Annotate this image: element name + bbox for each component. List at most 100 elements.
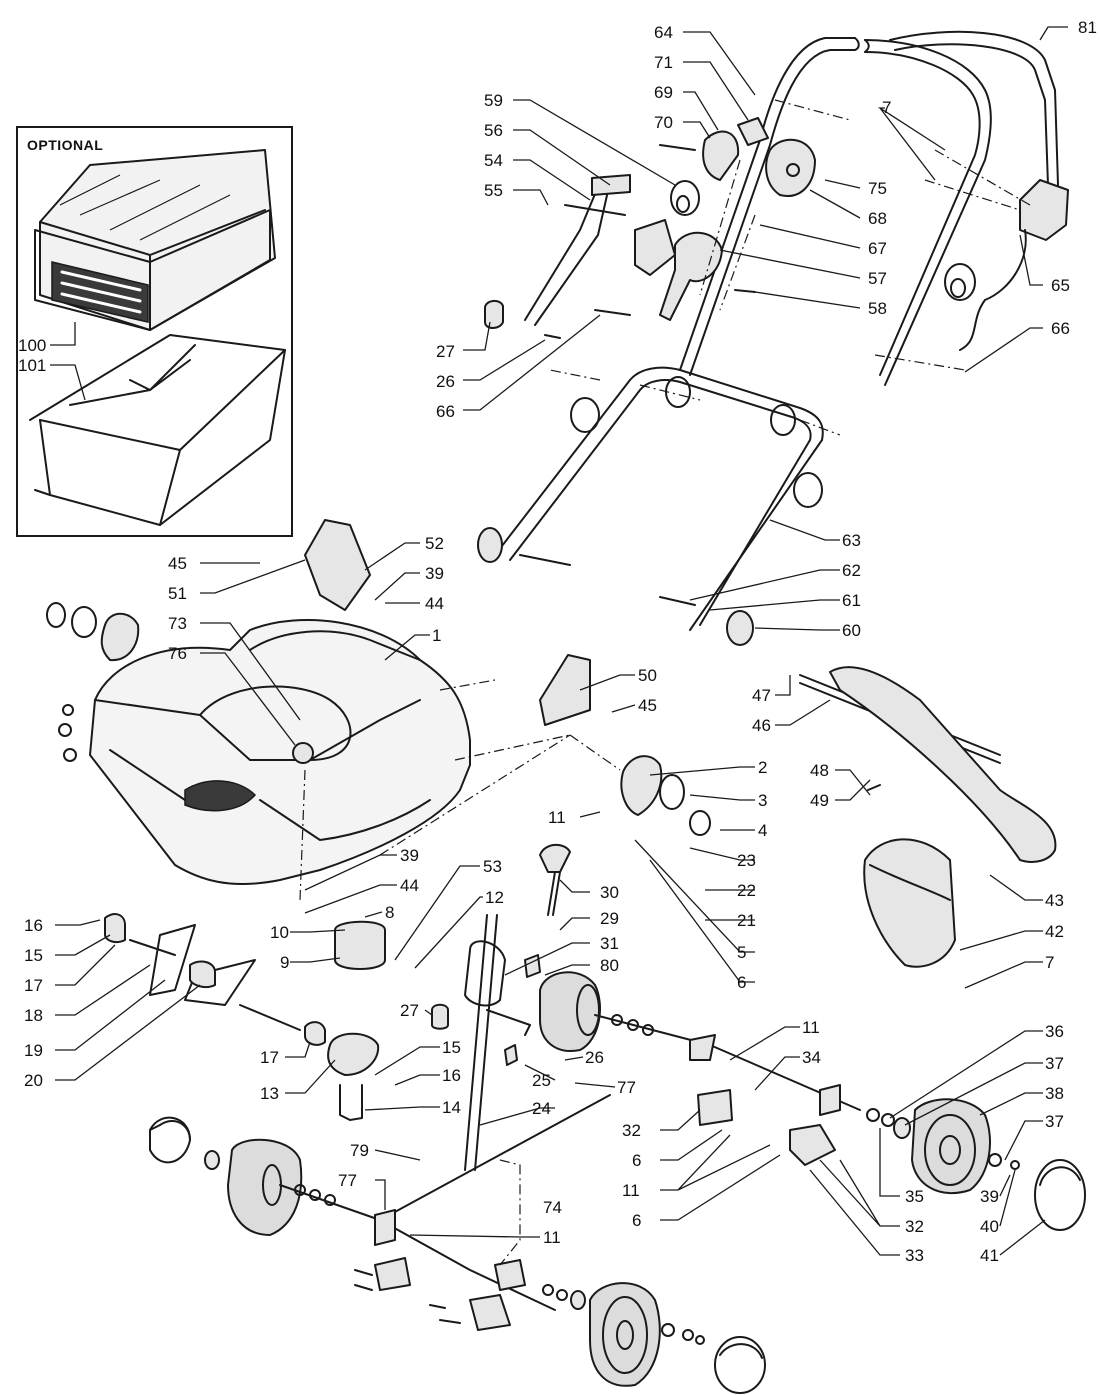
callout-37: 37	[1045, 1054, 1064, 1073]
callout-25: 25	[532, 1071, 551, 1090]
callout-26: 26	[585, 1048, 604, 1067]
callout-10: 10	[270, 923, 289, 942]
callout-2: 2	[758, 758, 767, 777]
callout-17: 17	[260, 1048, 279, 1067]
callout-77: 77	[617, 1078, 636, 1097]
callout-17: 17	[24, 976, 43, 995]
callout-52: 52	[425, 534, 444, 553]
leader-lines	[50, 26, 1068, 1266]
callout-11: 11	[802, 1018, 820, 1037]
callout-39: 39	[980, 1187, 999, 1206]
callout-74: 74	[543, 1198, 562, 1217]
callout-6: 6	[737, 973, 746, 992]
grass-bag	[34, 149, 276, 331]
callout-43: 43	[1045, 891, 1064, 910]
callout-54: 54	[484, 151, 503, 170]
callout-37: 37	[1045, 1112, 1064, 1131]
callout-35: 35	[905, 1187, 924, 1206]
callout-7: 7	[882, 98, 891, 117]
callout-68: 68	[868, 209, 887, 228]
callout-71: 71	[654, 53, 673, 72]
callout-5: 5	[737, 943, 746, 962]
upper-handle	[484, 30, 1069, 386]
callout-24: 24	[532, 1099, 551, 1118]
callout-30: 30	[600, 883, 619, 902]
callout-11: 11	[548, 808, 566, 827]
callout-32: 32	[905, 1217, 924, 1236]
deck	[46, 519, 711, 901]
callout-12: 12	[485, 888, 504, 907]
callout-36: 36	[1045, 1022, 1064, 1041]
callout-23: 23	[737, 851, 756, 870]
front-right-wheel	[539, 971, 861, 1116]
callout-55: 55	[484, 181, 503, 200]
callout-39: 39	[400, 846, 419, 865]
callout-33: 33	[905, 1246, 924, 1265]
callout-6: 6	[632, 1151, 641, 1170]
callout-69: 69	[654, 83, 673, 102]
callout-44: 44	[400, 876, 419, 895]
callout-81: 81	[1078, 18, 1097, 37]
callout-63: 63	[842, 531, 861, 550]
callout-27: 27	[436, 342, 455, 361]
callout-60: 60	[842, 621, 861, 640]
callout-45: 45	[168, 554, 187, 573]
callout-66: 66	[1051, 319, 1070, 338]
callout-18: 18	[24, 1006, 43, 1025]
callout-62: 62	[842, 561, 861, 580]
callout-51: 51	[168, 584, 187, 603]
optional-inset: OPTIONAL	[16, 126, 293, 537]
callout-75: 75	[868, 179, 887, 198]
callout-77: 77	[338, 1171, 357, 1190]
callout-1: 1	[432, 626, 441, 645]
callout-32: 32	[622, 1121, 641, 1140]
callout-100: 100	[18, 336, 46, 355]
callout-73: 73	[168, 614, 187, 633]
callout-7: 7	[1045, 953, 1054, 972]
callout-13: 13	[260, 1084, 279, 1103]
callouts: 81 64 71 69 7 70 75 68 67 57 58 65 66 59…	[18, 18, 1097, 1265]
callout-6: 6	[632, 1211, 641, 1230]
callout-46: 46	[752, 716, 771, 735]
callout-9: 9	[280, 953, 289, 972]
callout-67: 67	[868, 239, 887, 258]
callout-20: 20	[24, 1071, 43, 1090]
callout-66: 66	[436, 402, 455, 421]
callout-31: 31	[600, 934, 619, 953]
callout-65: 65	[1051, 276, 1070, 295]
roller-group	[104, 843, 571, 1171]
callout-14: 14	[442, 1098, 461, 1117]
optional-label: OPTIONAL	[27, 137, 103, 153]
callout-48: 48	[810, 761, 829, 780]
front-left-wheel	[149, 1094, 611, 1311]
callout-16: 16	[442, 1066, 461, 1085]
callout-29: 29	[600, 909, 619, 928]
callout-4: 4	[758, 821, 767, 840]
callout-15: 15	[24, 946, 43, 965]
callout-38: 38	[1045, 1084, 1064, 1103]
rear-left-wheel	[354, 1257, 766, 1394]
callout-40: 40	[980, 1217, 999, 1236]
callout-34: 34	[802, 1048, 821, 1067]
rear-right-wheel	[697, 1089, 1086, 1231]
callout-41: 41	[980, 1246, 999, 1265]
callout-3: 3	[758, 791, 767, 810]
callout-50: 50	[638, 666, 657, 685]
callout-11: 11	[622, 1181, 640, 1200]
callout-42: 42	[1045, 922, 1064, 941]
callout-45: 45	[638, 696, 657, 715]
lower-handle	[477, 366, 841, 646]
wire-frame	[29, 334, 286, 526]
callout-22: 22	[737, 881, 756, 900]
callout-80: 80	[600, 956, 619, 975]
callout-58: 58	[868, 299, 887, 318]
callout-61: 61	[842, 591, 861, 610]
callout-27: 27	[400, 1001, 419, 1020]
callout-26: 26	[436, 372, 455, 391]
callout-101: 101	[18, 356, 46, 375]
callout-39: 39	[425, 564, 444, 583]
callout-16: 16	[24, 916, 43, 935]
callout-21: 21	[737, 911, 756, 930]
callout-15: 15	[442, 1038, 461, 1057]
